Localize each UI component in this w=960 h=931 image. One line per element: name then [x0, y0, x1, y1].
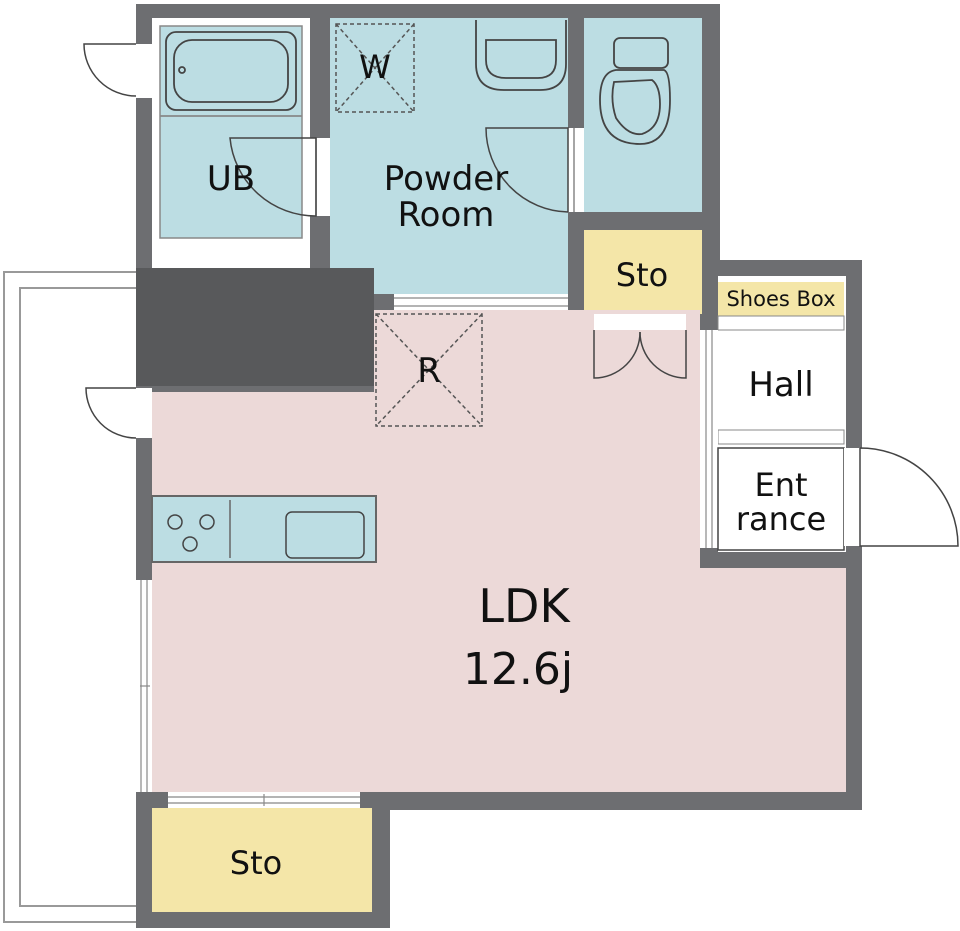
shoes-box-floor — [718, 282, 844, 316]
ldk-floor — [152, 310, 846, 792]
entrance-label-line2: rance — [736, 500, 826, 538]
toilet-icon — [599, 37, 671, 145]
storage-top-label: Sto — [616, 256, 668, 294]
hall-label: Hall — [748, 365, 813, 405]
kitchen-counter — [151, 495, 377, 563]
burner-icon — [182, 536, 198, 552]
toilet-door — [485, 127, 584, 213]
powder-room-label-line2: Room — [398, 195, 495, 235]
washer-label: W — [359, 48, 391, 86]
refrigerator-label: R — [417, 351, 441, 391]
burner-icon — [199, 514, 215, 530]
powder-room-floor — [330, 18, 568, 294]
storage-bottom-label: Sto — [230, 844, 282, 882]
shoes-box-label: Shoes Box — [726, 287, 835, 311]
storage-bottom-door — [168, 792, 360, 808]
balcony-window — [136, 580, 152, 792]
storage-top-floor — [584, 230, 702, 314]
pillar-shadow — [136, 268, 374, 386]
burner-icon — [167, 514, 183, 530]
balcony-door-top — [83, 43, 152, 98]
ub-door — [229, 137, 330, 217]
ldk-label: LDK — [478, 579, 571, 633]
bathtub-icon — [160, 31, 302, 117]
ub-label: UB — [207, 159, 255, 199]
balcony — [3, 271, 136, 923]
storage-top-door — [593, 314, 687, 379]
refrigerator-icon — [375, 313, 483, 427]
entrance-door — [844, 447, 959, 547]
ub-tub-area — [159, 25, 303, 239]
balcony-door-mid — [85, 387, 152, 439]
washbasin-icon — [475, 20, 567, 91]
toilet-floor — [584, 18, 702, 212]
entrance-label-line1: Ent — [754, 466, 807, 504]
storage-bottom-floor — [152, 808, 372, 912]
sink-icon — [285, 511, 365, 559]
washer-icon — [335, 23, 415, 113]
ldk-area-label: 12.6j — [463, 644, 573, 695]
powder-sliding-door — [394, 294, 568, 310]
powder-room-label-line1: Powder — [384, 159, 508, 199]
